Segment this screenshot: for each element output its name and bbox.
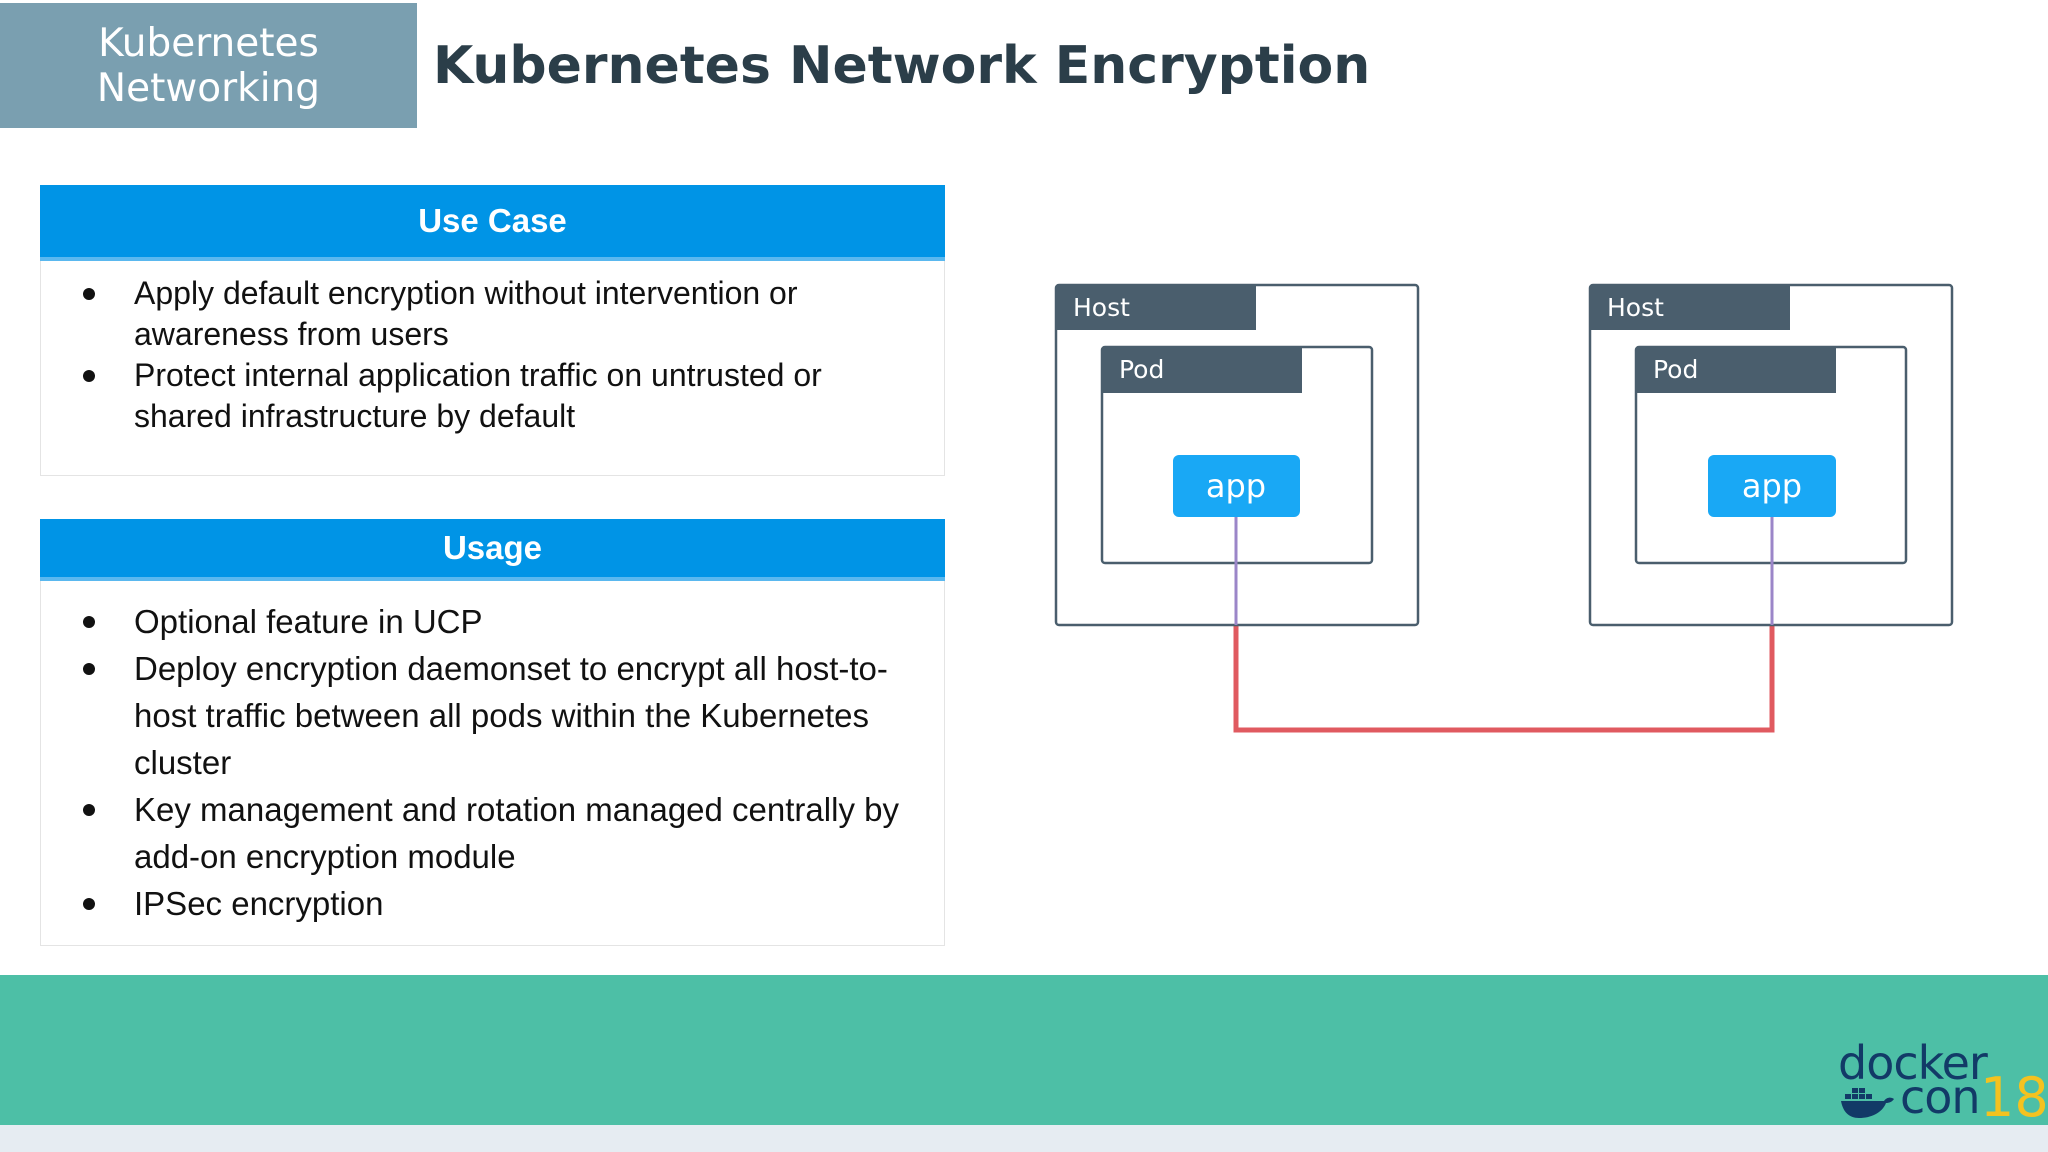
use-case-item-text: Protect internal application traffic on … (134, 357, 822, 434)
section-tag-line1: Kubernetes (98, 20, 319, 66)
pod-right-frame (1634, 345, 1908, 565)
usage-item: Key management and rotation managed cent… (41, 786, 944, 880)
pod-left-label: Pod (1119, 355, 1164, 384)
use-case-item-text: Apply default encryption without interve… (134, 275, 798, 352)
app-left-label: app (1206, 467, 1266, 505)
host-left-label-tab (1056, 285, 1256, 330)
host-left-frame (1054, 283, 1420, 627)
bullet-icon (83, 288, 95, 300)
pod-right-label-tab (1636, 347, 1836, 393)
usage-item: IPSec encryption (41, 880, 944, 927)
pod-right-label: Pod (1653, 355, 1698, 384)
host-right-label: Host (1607, 293, 1664, 322)
logo-word-con: con (1900, 1070, 1981, 1124)
host-left-label: Host (1073, 293, 1130, 322)
usage-item: Deploy encryption daemonset to encrypt a… (41, 645, 944, 786)
app-right-label: app (1742, 467, 1802, 505)
app-left-box (1173, 455, 1300, 517)
use-case-heading: Use Case (40, 185, 945, 261)
bullet-icon (83, 370, 95, 382)
logo-word-docker: docker (1838, 1036, 1988, 1090)
bullet-icon (83, 804, 95, 816)
host-right-frame (1588, 283, 1954, 627)
use-case-item: Protect internal application traffic on … (41, 355, 944, 437)
usage-item-text: Key management and rotation managed cent… (134, 791, 899, 875)
usage-item-text: Optional feature in UCP (134, 603, 483, 640)
section-tag: Kubernetes Networking (0, 3, 417, 128)
docker-whale-icon (1841, 1088, 1894, 1118)
logo-year: 18 (1980, 1066, 2048, 1129)
host-link-line (1233, 625, 1775, 733)
usage-heading: Usage (40, 519, 945, 581)
host-right: Host Pod app (1588, 283, 1954, 627)
usage-item-text: Deploy encryption daemonset to encrypt a… (134, 650, 888, 781)
usage-item: Optional feature in UCP (41, 598, 944, 645)
use-case-list: Apply default encryption without interve… (41, 273, 944, 437)
bullet-icon (83, 898, 95, 910)
dockercon-logo: docker con 18 (1838, 1036, 2048, 1129)
app-right-box (1708, 455, 1836, 517)
use-case-body: Apply default encryption without interve… (40, 261, 945, 476)
footer-strip (0, 1125, 2048, 1152)
usage-item-text: IPSec encryption (134, 885, 384, 922)
host-right-label-tab (1590, 285, 1790, 330)
use-case-item: Apply default encryption without interve… (41, 273, 944, 355)
usage-list: Optional feature in UCP Deploy encryptio… (41, 598, 944, 927)
usage-body: Optional feature in UCP Deploy encryptio… (40, 581, 945, 946)
host-left: Host Pod app (1054, 283, 1420, 627)
bullet-icon (83, 663, 95, 675)
usage-panel: Usage Optional feature in UCP Deploy enc… (40, 519, 945, 946)
pod-left-label-tab (1102, 347, 1302, 393)
pod-left-frame (1100, 345, 1374, 565)
bullet-icon (83, 616, 95, 628)
use-case-panel: Use Case Apply default encryption withou… (40, 185, 945, 476)
section-tag-line2: Networking (96, 65, 321, 111)
slide-title: Kubernetes Network Encryption (433, 36, 1371, 96)
footer-band (0, 975, 2048, 1125)
